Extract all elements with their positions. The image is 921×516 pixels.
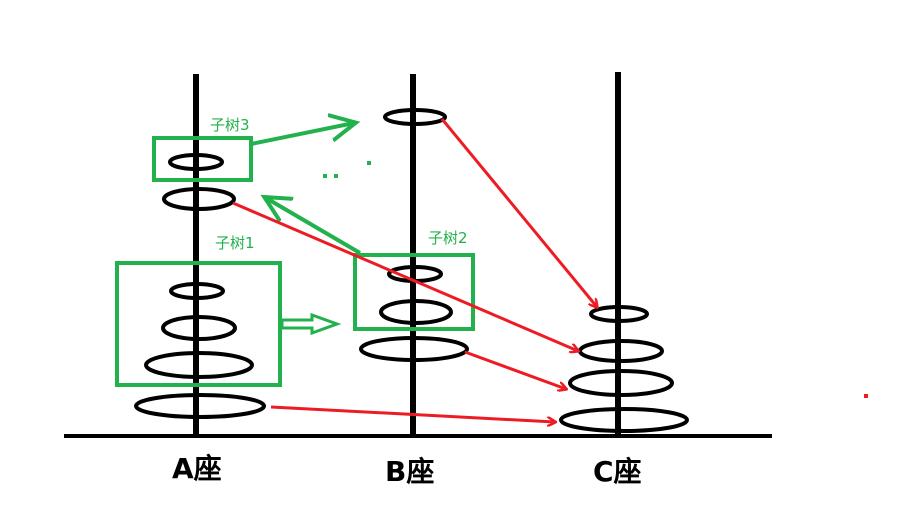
subtree-3-box [154, 138, 251, 180]
dot [334, 174, 338, 178]
move-arrow [442, 119, 597, 307]
move-arrow [465, 352, 566, 389]
pole-a-label: A座 [172, 452, 222, 485]
stray-dot [864, 394, 868, 398]
subtree-3-label: 子树3 [210, 116, 250, 134]
subtree-2-label: 子树2 [428, 229, 468, 247]
subtree-2-arrow [266, 198, 360, 253]
subtree-3-arrow [251, 123, 354, 144]
ellipsis-dots [323, 161, 371, 178]
pole-b-label: B座 [385, 455, 434, 488]
dot [323, 174, 327, 178]
subtree-boxes [117, 138, 473, 385]
pole-c-label: C座 [593, 455, 642, 488]
subtree-1-arrow [282, 315, 337, 333]
subtree-1-label: 子树1 [215, 234, 255, 252]
pole-c-disks [561, 307, 687, 431]
dot [367, 161, 371, 165]
pole-a-disks [136, 155, 264, 417]
disk [136, 395, 264, 417]
subtree-arrows [251, 123, 360, 333]
disk [561, 409, 687, 431]
